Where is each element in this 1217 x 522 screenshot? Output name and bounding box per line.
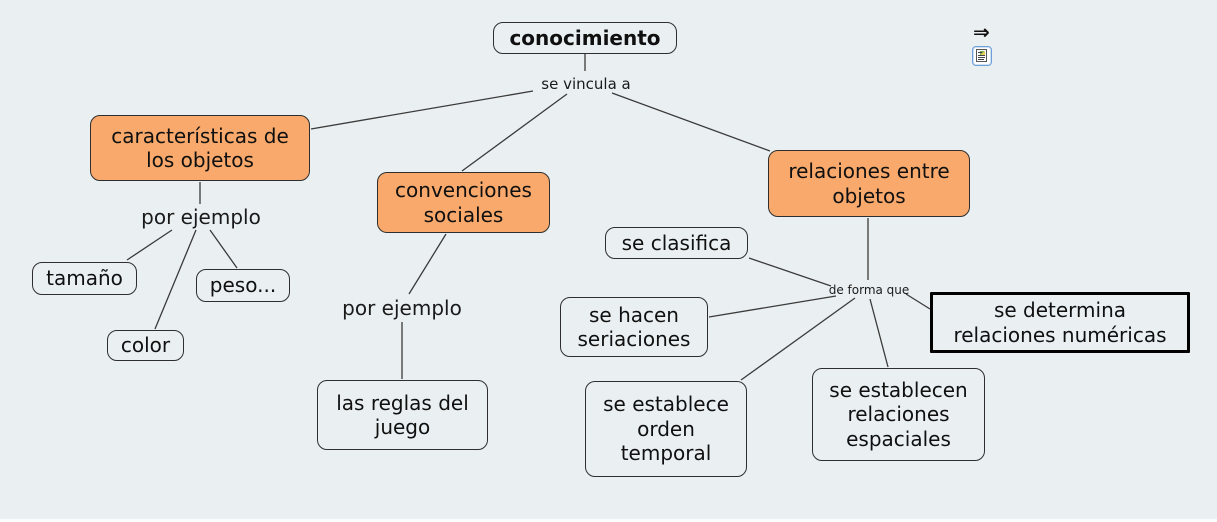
connector-ejemplo1-color [154, 229, 197, 330]
connector-clasifica-deforma [748, 257, 832, 287]
mini-document-thumbnail [980, 51, 985, 55]
connector-vincula-caracteristicas [310, 90, 534, 130]
connector-deforma-espaciales [869, 298, 889, 368]
resource-link-group[interactable]: ⇒ [971, 22, 997, 70]
mini-document-icon [976, 49, 987, 62]
concept-node-relaciones-numericas-selected[interactable]: se determina relaciones numéricas [930, 292, 1190, 353]
document-resource-icon[interactable] [972, 46, 992, 66]
window-bottom-edge [0, 519, 1217, 522]
concept-node-caracteristicas[interactable]: características de los objetos [90, 115, 310, 181]
connector-ejemplo1-peso [209, 229, 238, 269]
connector-deforma-numericas [905, 293, 931, 310]
concept-node-se-clasifica[interactable]: se clasifica [605, 227, 748, 259]
concept-node-peso[interactable]: peso... [196, 269, 290, 302]
concept-node-relaciones-espaciales[interactable]: se establecen relaciones espaciales [812, 368, 985, 461]
concept-node-reglas-del-juego[interactable]: las reglas del juego [317, 380, 488, 450]
link-label-por-ejemplo-left[interactable]: por ejemplo [141, 205, 261, 229]
link-label-de-forma-que[interactable]: de forma que [828, 283, 910, 297]
connector-ejemplo1-tamano [126, 229, 173, 261]
connector-vincula-convenciones [461, 93, 568, 172]
link-label-por-ejemplo-middle[interactable]: por ejemplo [342, 296, 462, 320]
resource-arrow-icon: ⇒ [973, 20, 990, 44]
concept-node-seriaciones[interactable]: se hacen seriaciones [560, 297, 708, 357]
concept-node-orden-temporal[interactable]: se establece orden temporal [585, 381, 747, 477]
link-label-se-vincula-a[interactable]: se vincula a [541, 75, 631, 93]
connector-convenciones-ejemplo2 [408, 233, 447, 295]
concept-node-color[interactable]: color [107, 330, 184, 361]
concept-node-convenciones[interactable]: convenciones sociales [377, 172, 550, 233]
connector-deforma-seriaciones [708, 295, 837, 318]
concept-node-tamano[interactable]: tamaño [32, 262, 137, 295]
concept-node-relaciones[interactable]: relaciones entre objetos [768, 150, 970, 217]
concept-node-conocimiento[interactable]: conocimiento [493, 22, 677, 54]
connector-vincula-relaciones [611, 92, 771, 152]
